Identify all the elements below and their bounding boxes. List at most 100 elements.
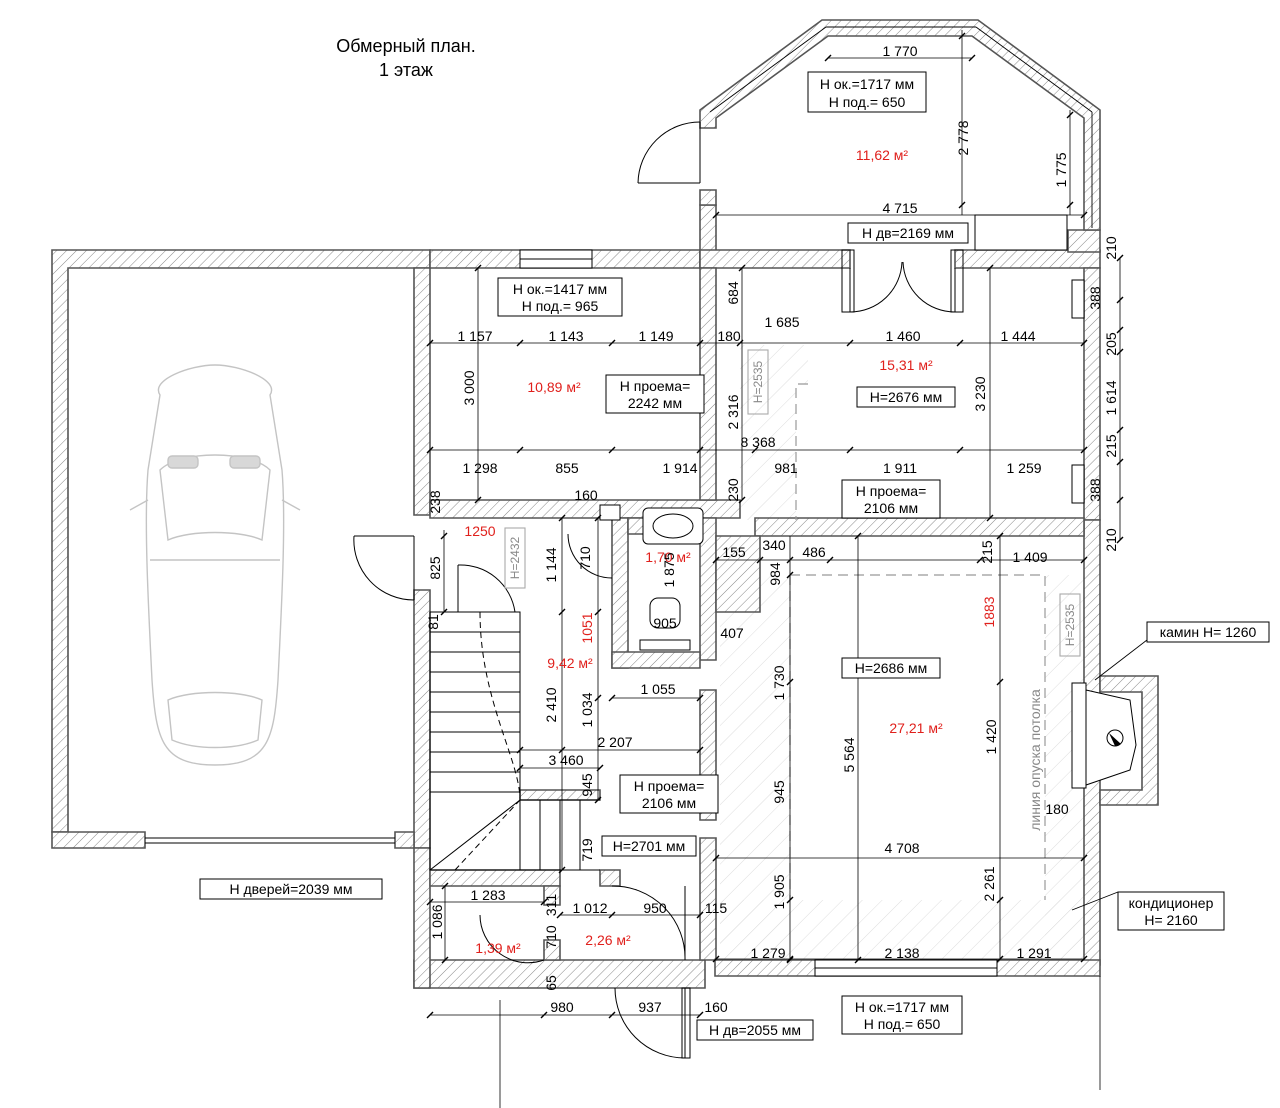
dim-label-d2261: 2 261 [981,866,997,901]
dim-label-d205: 205 [1103,332,1119,356]
dim-label-d238: 238 [427,490,443,514]
dim-label-d311: 311 [543,894,559,917]
dim-tick [696,694,704,702]
dim-label-d1279: 1 279 [750,945,785,961]
dim-tick [608,694,616,702]
area-wc1: 1,39 м² [475,940,521,956]
dim-tick [558,514,566,522]
dim-label-d4708: 4 708 [884,840,919,856]
bottom-window-line2: H под.= 650 [864,1016,941,1032]
dim-tick [516,339,524,347]
dim-tick [846,339,854,347]
dim-tick [426,1011,434,1019]
area-wc2: 2,26 м² [585,932,631,948]
red-dim-1250: 1250 [464,523,495,539]
dim-tick [1080,446,1088,454]
dim-label-d1144: 1 144 [543,547,559,582]
dim-label-d710a: 710 [577,546,593,570]
fireplace-height: камин H= 1260 [1160,624,1257,640]
dim-tick [1116,326,1124,334]
windows [519,249,1085,977]
dim-tick [1066,111,1074,119]
right-opening-line1: H проема= [856,483,927,499]
dim-tick [756,556,764,564]
dim-tick [996,532,1004,540]
dim-label-d5564: 5 564 [841,737,857,772]
dim-tick [558,746,566,754]
car-icon [129,364,301,766]
dim-label-d230: 230 [725,478,741,502]
dim-tick [696,339,704,347]
dim-tick [696,446,704,454]
dim-label-d3460: 3 460 [548,752,583,768]
dim-tick [712,211,720,219]
dim-label-d950: 950 [643,900,667,916]
dim-label-d81: 81 [425,614,441,630]
dim-label-d340: 340 [762,537,786,553]
dim-label-d684: 684 [725,281,741,305]
dim-tick [426,898,434,906]
doors [353,121,964,1059]
dim-label-d115: 115 [705,900,728,916]
dim-tick [558,608,566,616]
dim-tick [1080,854,1088,862]
fireplace [1071,639,1159,806]
area-living: 27,21 м² [889,720,943,736]
dim-label-d2410: 2 410 [543,687,559,722]
dim-label-d3000: 3 000 [461,370,477,405]
dim-tick [958,201,966,209]
dim-label-d1875: 1 875 [661,552,677,587]
dim-label-d937: 937 [638,999,662,1015]
dim-label-d1685: 1 685 [764,314,799,330]
dim-label-d407: 407 [720,625,744,641]
dim-label-d1770: 1 770 [882,43,917,59]
plan-title-line2: 1 этаж [379,60,433,80]
dim-tick [712,854,720,862]
dim-tick [441,956,449,964]
dim-tick [986,514,994,522]
dimension-ticks [426,32,1124,1019]
dim-label-d8368: 8 368 [740,434,775,450]
dim-tick [1116,348,1124,356]
garage-door-height: H дверей=2039 мм [229,881,352,897]
dim-label-d215a: 215 [1103,434,1119,458]
dim-label-d1298: 1 298 [462,460,497,476]
dim-label-d1086: 1 086 [429,904,445,939]
dim-tick [516,746,524,754]
garage-walls [51,249,431,849]
dim-label-d388b: 388 [1087,478,1103,502]
ceiling-drop-label: линия опуска потолка [1027,689,1043,831]
dim-tick [696,911,704,919]
dim-tick [1080,556,1088,564]
dim-label-d945a: 945 [579,773,595,797]
plan-title-line1: Обмерный план. [336,36,475,56]
dim-label-d1911: 1 911 [883,460,917,476]
dim-tick [1080,339,1088,347]
height-label-2432: H=2432 [508,536,522,579]
dim-label-d1259: 1 259 [1006,460,1041,476]
dim-label-d1444: 1 444 [1000,328,1035,344]
area-bay: 11,62 м² [856,147,909,163]
dim-tick [996,678,1004,686]
dim-tick [996,955,1004,963]
dim-label-d1409: 1 409 [1012,549,1047,565]
dim-tick [440,608,448,616]
dim-label-d719: 719 [579,838,595,862]
dim-tick [516,446,524,454]
dim-label-d155: 155 [722,544,746,560]
red-dim-1051: 1051 [579,612,595,643]
dim-tick [558,866,566,874]
dim-tick [426,446,434,454]
dim-tick [474,264,482,272]
bottom-window-line1: H ок.=1717 мм [855,999,949,1015]
dim-label-d180b: 180 [1045,801,1069,817]
dim-label-d215b: 215 [979,540,995,564]
dim-tick [556,911,564,919]
room-areas: 11,62 м² 10,89 м² 15,31 м² 1,70 м² 9,42 … [475,147,943,956]
dim-tick [594,514,602,522]
dim-label-d1055: 1 055 [640,681,675,697]
house-walls [413,189,1101,989]
hall-height: H=2701 мм [613,838,686,854]
dim-label-d2778: 2 778 [955,120,971,155]
dim-tick [1116,458,1124,466]
